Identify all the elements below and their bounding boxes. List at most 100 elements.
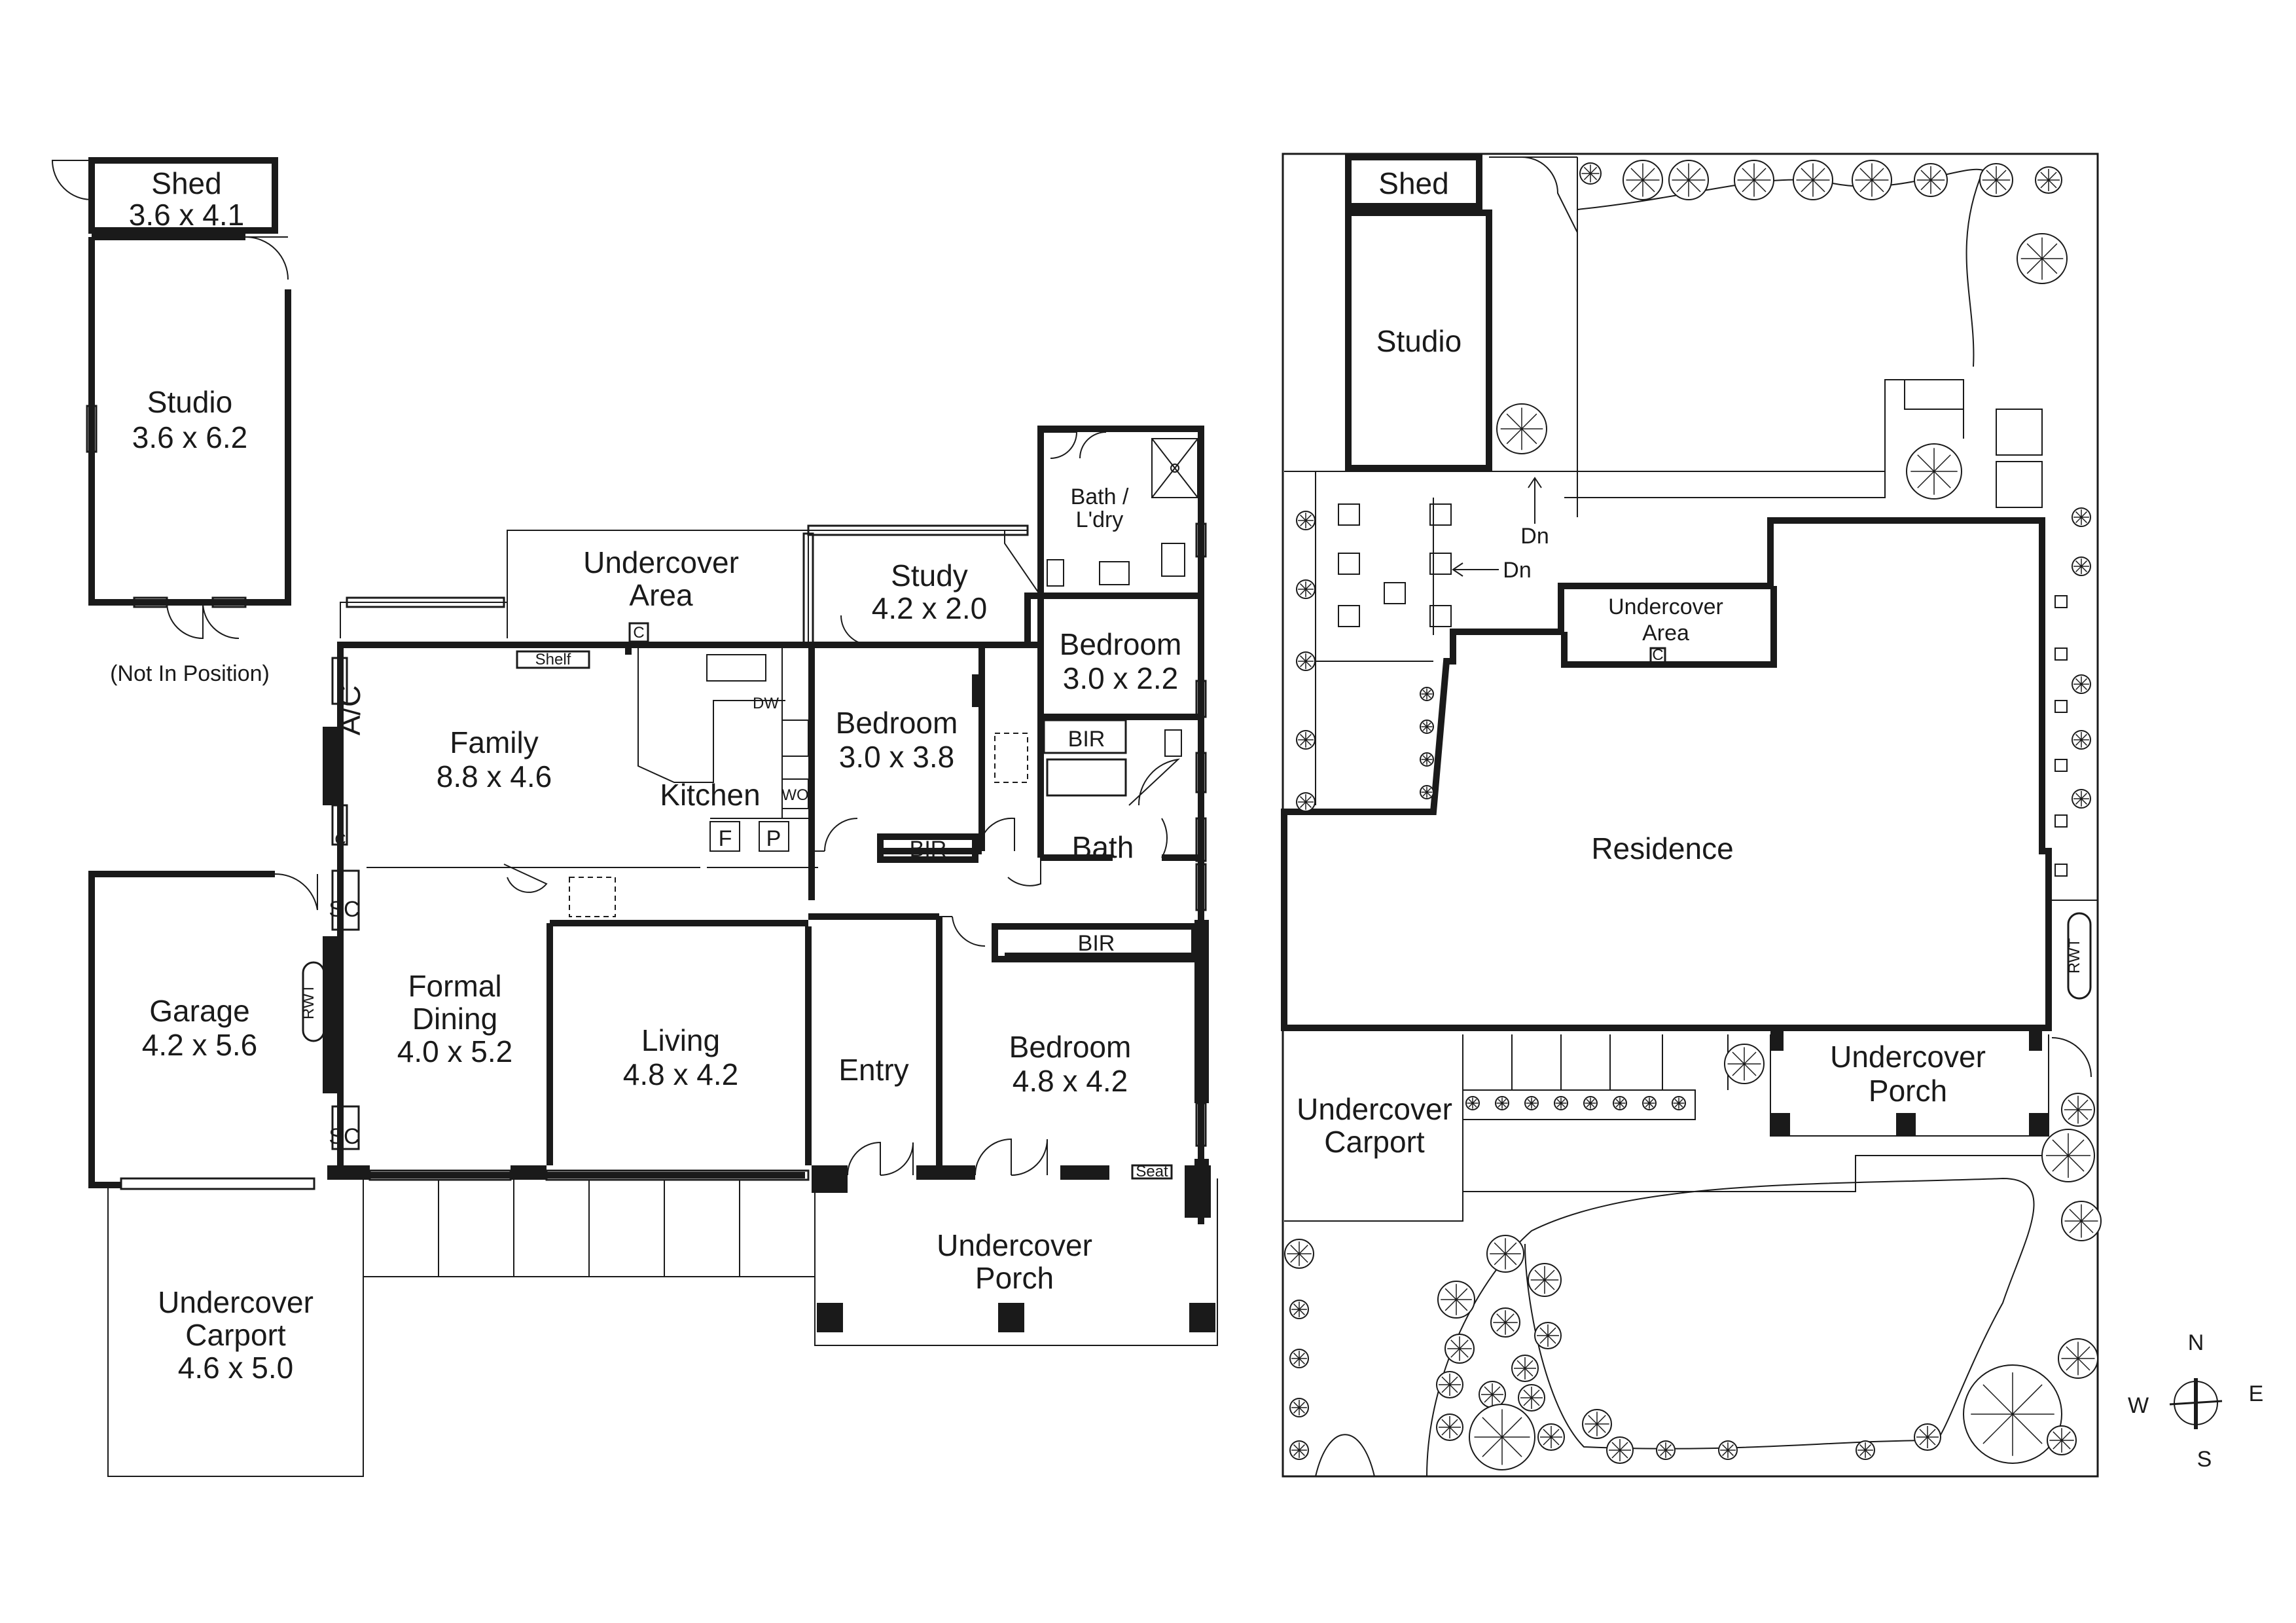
entry-name: Entry <box>838 1053 908 1087</box>
residence-outline <box>1281 517 2052 1031</box>
site-studio <box>1345 210 1492 471</box>
tree-icon <box>1672 1096 1686 1110</box>
tree-icon <box>1420 785 1434 799</box>
tree-icon <box>1979 163 2013 197</box>
tree-icon <box>1465 1096 1480 1110</box>
seat-label: Seat <box>1136 1163 1168 1180</box>
dn-label-1: Dn <box>1520 524 1549 549</box>
tree-icon <box>1296 579 1316 599</box>
bath-laundry-line2: L'dry <box>1076 507 1124 532</box>
tree-icon <box>1495 1096 1509 1110</box>
tree-icon <box>1284 1239 1314 1269</box>
dn-label-2: Dn <box>1503 558 1531 583</box>
garage-name: Garage <box>149 994 249 1028</box>
tree-icon <box>2072 507 2091 527</box>
bedroom-mid-name: Bedroom <box>836 706 958 740</box>
tree-icon <box>1793 160 1833 200</box>
site-studio-label: Studio <box>1376 324 1462 358</box>
site-porch-line2: Porch <box>1869 1074 1947 1108</box>
bedroom-main-name: Bedroom <box>1009 1030 1132 1064</box>
compass-n: N <box>2188 1330 2204 1355</box>
garden-trees <box>1284 160 2102 1470</box>
house-walls: Seat <box>323 426 1211 1224</box>
formal-dining-dims: 4.0 x 5.2 <box>397 1034 512 1068</box>
tree-icon <box>1420 720 1434 734</box>
carport-dims: 4.6 x 5.0 <box>178 1351 293 1385</box>
tree-icon <box>1606 1436 1634 1464</box>
tree-icon <box>1642 1096 1657 1110</box>
studio-name: Studio <box>147 385 232 419</box>
tree-icon <box>1656 1440 1676 1460</box>
living-dims: 4.8 x 4.2 <box>623 1057 738 1091</box>
tree-icon <box>1420 752 1434 767</box>
tree-icon <box>1289 1349 1309 1368</box>
compass-e: E <box>2249 1381 2264 1406</box>
tree-icon <box>1852 160 1892 200</box>
tree-icon <box>1518 1384 1545 1412</box>
tree-icon <box>1623 160 1663 200</box>
tree-icon <box>1537 1423 1565 1451</box>
tree-icon <box>1486 1235 1524 1273</box>
carport-line2: Carport <box>185 1318 286 1352</box>
sc-label-2: SC <box>329 1124 359 1149</box>
site-shed-label: Shed <box>1378 166 1448 200</box>
porch-line2: Porch <box>975 1261 1054 1295</box>
site-undercover-area-line2: Area <box>1642 621 1689 646</box>
tree-icon <box>2072 789 2091 809</box>
compass-w: W <box>2128 1393 2149 1418</box>
family-name: Family <box>450 725 538 759</box>
c-label-1: C <box>633 624 644 642</box>
study-name: Study <box>891 558 968 593</box>
dw-label: DW <box>753 695 779 712</box>
tree-icon <box>1479 1381 1506 1408</box>
garage-dims: 4.2 x 5.6 <box>142 1028 257 1062</box>
site-plan: Shed Studio Dn Dn Residence <box>1281 153 2263 1478</box>
tree-icon <box>1528 1263 1562 1297</box>
tree-icon <box>1856 1440 1875 1460</box>
tree-icon <box>1511 1355 1539 1382</box>
bedroom-main-dims: 4.8 x 4.2 <box>1013 1064 1128 1098</box>
formal-dining-line1: Formal <box>408 969 501 1003</box>
tree-icon <box>1296 730 1316 750</box>
site-shed <box>1345 154 1482 210</box>
p-label: P <box>766 826 781 851</box>
garage-room: RWT Garage 4.2 x 5.6 <box>88 871 325 1190</box>
tree-icon <box>1734 160 1774 200</box>
tree-icon <box>1496 403 1547 454</box>
site-rwt-label: RWT <box>2066 938 2083 974</box>
tree-icon <box>1437 1281 1475 1319</box>
floor-plan: Shed 3.6 x 4.1 Studio 3.6 x 6.2 (Not In … <box>51 157 1218 1477</box>
wo-label: WO <box>781 786 808 804</box>
tree-icon <box>1436 1371 1463 1398</box>
side-pavers <box>2054 595 2068 877</box>
tree-icon <box>1469 1404 1535 1470</box>
tree-icon <box>1554 1096 1568 1110</box>
deck-and-carport: Undercover Carport 4.6 x 5.0 <box>107 1180 815 1477</box>
formal-dining-line2: Dining <box>412 1002 497 1036</box>
shed-dims: 3.6 x 4.1 <box>129 198 244 232</box>
tree-icon <box>1490 1307 1520 1338</box>
bath-name: Bath <box>1072 830 1134 864</box>
bir-label-3: BIR <box>1078 931 1115 956</box>
tree-icon <box>1579 162 1602 185</box>
tree-icon <box>1436 1413 1463 1441</box>
residence-label: Residence <box>1591 831 1733 866</box>
family-dims: 8.8 x 4.6 <box>437 759 552 793</box>
compass-rose: N S E W <box>2128 1330 2263 1472</box>
tree-icon <box>2041 1129 2095 1182</box>
ac-label: A/C <box>332 685 367 736</box>
bir-label-2: BIR <box>1068 727 1105 752</box>
undercover-area-line1: Undercover <box>583 545 739 579</box>
f-label: F <box>719 826 732 851</box>
tree-icon <box>1583 1096 1598 1110</box>
living-name: Living <box>641 1023 720 1057</box>
kitchen-name: Kitchen <box>660 778 760 812</box>
tree-icon <box>1296 792 1316 812</box>
tree-icon <box>1906 443 1962 500</box>
tree-icon <box>1718 1440 1738 1460</box>
tree-icon <box>1914 1423 1941 1451</box>
shed-name: Shed <box>151 166 221 200</box>
bedroom-small-dims: 3.0 x 2.2 <box>1063 661 1178 695</box>
site-c-label: C <box>1652 646 1663 664</box>
tree-icon <box>1420 687 1434 701</box>
